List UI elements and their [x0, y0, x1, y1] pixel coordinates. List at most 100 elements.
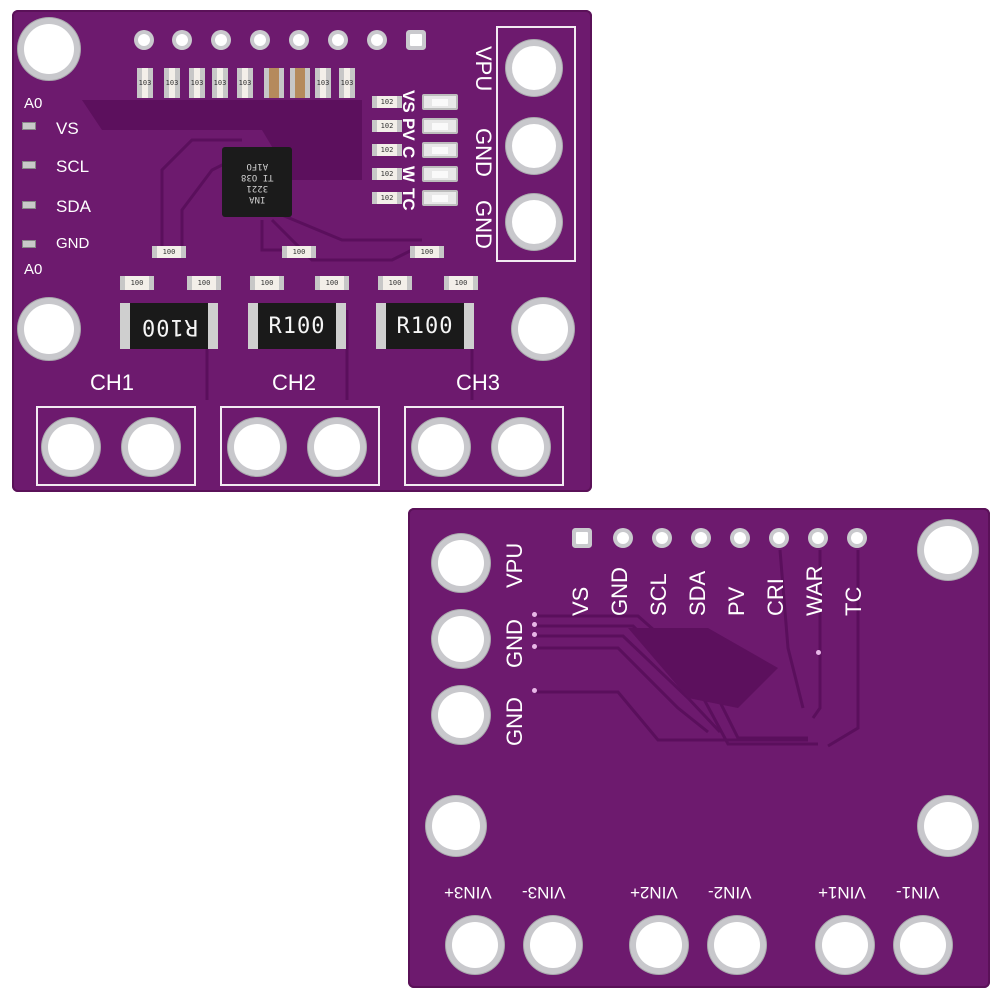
pin-label-scl: SCL [56, 157, 90, 176]
shunt-resistor-ch2: R100 [248, 303, 346, 349]
back-pin-label-gnd: GND [607, 567, 632, 616]
terminal-vin3-minus [530, 922, 576, 968]
terminal-label-vin3-minus: VIN3- [522, 883, 566, 902]
back-pin-label-tc: TC [841, 586, 866, 616]
ch2-terminal-outline [220, 406, 380, 486]
led-resistor: 102 [372, 96, 402, 108]
led-label-w: W [399, 166, 418, 183]
led-resistor: 102 [372, 144, 402, 156]
terminal-vin3-plus [452, 922, 498, 968]
filter-resistor: 100 [444, 276, 478, 290]
smd-capacitor [290, 68, 310, 98]
back-header-label-gnd-1: GND [502, 619, 527, 668]
ch3-terminal-outline [404, 406, 564, 486]
back-pin-label-scl: SCL [646, 573, 671, 616]
solder-jumper [22, 201, 36, 209]
back-header-label-vpu: VPU [502, 542, 527, 588]
mount-hole-tl [24, 24, 74, 74]
back-header-label-gnd-2: GND [502, 697, 527, 746]
smd-resistor: 103 [137, 68, 153, 98]
pin-label-vs: VS [56, 119, 79, 138]
back-pin-label-cri: CRI [763, 578, 788, 616]
header-label-vpu: VPU [471, 46, 496, 92]
led-label-tc: TC [399, 188, 418, 211]
right-header-outline [496, 26, 576, 262]
via [532, 622, 537, 627]
smd-resistor: 103 [212, 68, 228, 98]
led-label-c: C [399, 146, 418, 159]
via [532, 612, 537, 617]
shunt-resistor-ch3: R100 [376, 303, 474, 349]
top-pin-5 [293, 34, 305, 46]
led-resistor: 102 [372, 120, 402, 132]
top-pin-6 [332, 34, 344, 46]
terminal-vin2-minus [714, 922, 760, 968]
top-pin-3 [215, 34, 227, 46]
terminal-vin2-plus [636, 922, 682, 968]
smd-resistor: 103 [339, 68, 355, 98]
back-mount-hole-ml [432, 802, 480, 850]
channel-label-ch2: CH2 [272, 370, 317, 395]
smd-resistor: 103 [164, 68, 180, 98]
pin-label-gnd: GND [56, 235, 90, 252]
solder-jumper [22, 240, 36, 248]
ch2-terminal-2 [314, 424, 360, 470]
channel-label-ch3: CH3 [456, 370, 501, 395]
back-pin-2 [617, 532, 629, 544]
shunt-resistor-ch1: R100 [120, 303, 218, 349]
pin-label-sda: SDA [56, 197, 91, 216]
ch1-terminal-outline [36, 406, 196, 486]
smd-resistor: 103 [189, 68, 205, 98]
back-pin-4 [695, 532, 707, 544]
back-pin-1 [576, 532, 588, 544]
terminal-label-vin2-plus: VIN2+ [630, 883, 678, 902]
terminal-vin1-minus [900, 922, 946, 968]
solder-jumper [22, 161, 36, 169]
top-pin-4 [254, 34, 266, 46]
smd-capacitor [264, 68, 284, 98]
led-tc [422, 190, 458, 206]
solder-jumper [22, 122, 36, 130]
filter-resistor: 100 [120, 276, 154, 290]
back-pin-label-sda: SDA [685, 570, 710, 616]
top-pin-8 [410, 34, 422, 46]
filter-resistor: 100 [187, 276, 221, 290]
filter-resistor: 100 [152, 246, 186, 258]
channel-label-ch1: CH1 [90, 370, 135, 395]
terminal-label-vin3-plus: VIN3+ [444, 883, 492, 902]
header-label-gnd-2: GND [471, 200, 496, 249]
led-c [422, 142, 458, 158]
led-resistor: 102 [372, 192, 402, 204]
via [816, 650, 821, 655]
back-pin-6 [773, 532, 785, 544]
back-pin-8 [851, 532, 863, 544]
terminal-label-vin1-plus: VIN1+ [818, 883, 866, 902]
ina3221-chip: INA 3221 TI O38 A1FO [222, 147, 292, 217]
via [532, 688, 537, 693]
ch2-terminal-1 [234, 424, 280, 470]
back-pin-3 [656, 532, 668, 544]
address-label-bottom: A0 [24, 261, 43, 278]
back-mount-hole-mr [924, 802, 972, 850]
mount-hole-ml [24, 304, 74, 354]
filter-resistor: 100 [315, 276, 349, 290]
header-pin-vpu [512, 46, 556, 90]
header-pin-gnd-2 [512, 200, 556, 244]
via [532, 644, 537, 649]
back-pin-label-vs: VS [568, 586, 593, 616]
filter-resistor: 100 [378, 276, 412, 290]
top-pin-7 [371, 34, 383, 46]
filter-resistor: 100 [410, 246, 444, 258]
ch1-terminal-1 [48, 424, 94, 470]
back-pin-7 [812, 532, 824, 544]
back-traces [536, 549, 860, 748]
back-pin-label-war: WAR [802, 565, 827, 616]
led-pv [422, 118, 458, 134]
address-label-top: A0 [24, 95, 43, 112]
led-label-vs: VS [399, 90, 418, 113]
terminal-label-vin1-minus: VIN1- [896, 883, 940, 902]
back-header-pin-gnd-2 [438, 692, 484, 738]
back-pin-label-pv: PV [724, 586, 749, 616]
ch3-terminal-2 [498, 424, 544, 470]
smd-resistor: 103 [315, 68, 331, 98]
